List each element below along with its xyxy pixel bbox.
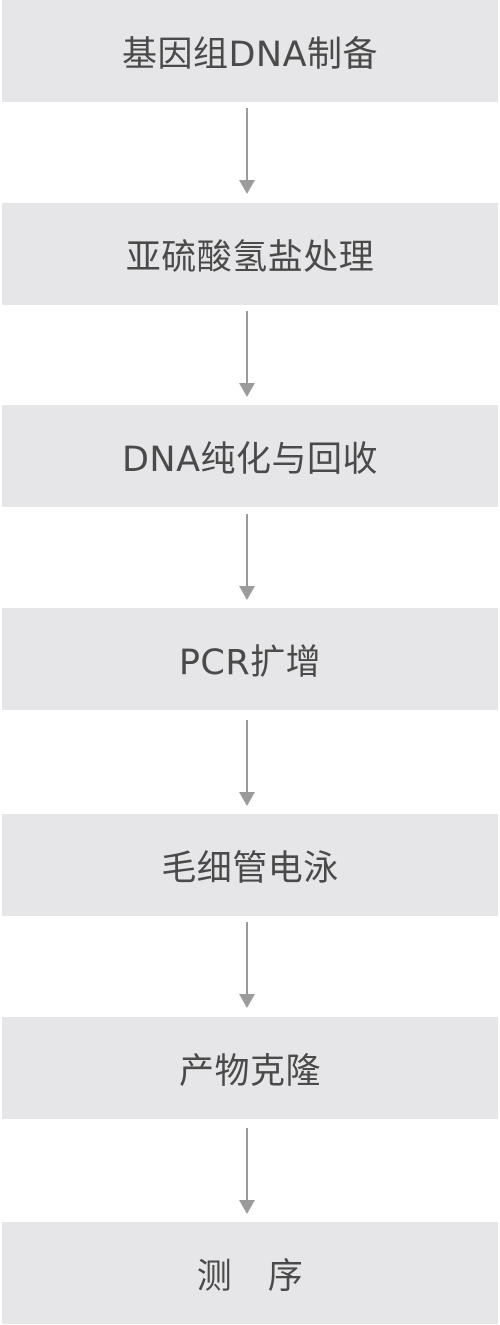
step-label: 基因组DNA制备 <box>121 34 379 75</box>
down-arrow-icon <box>235 311 259 397</box>
step-box-capillary-electrophoresis: 毛细管电泳 <box>2 814 498 916</box>
step-label: 产物克隆 <box>178 1051 321 1092</box>
step-label: DNA纯化与回收 <box>121 439 379 480</box>
down-arrow-icon <box>235 514 259 600</box>
step-box-product-cloning: 产物克隆 <box>2 1017 498 1119</box>
step-box-dna-purification: DNA纯化与回收 <box>2 405 498 507</box>
step-box-pcr-amplification: PCR扩增 <box>2 608 498 710</box>
step-box-genomic-dna-prep: 基因组DNA制备 <box>2 0 498 102</box>
step-box-bisulfite-treatment: 亚硫酸氢盐处理 <box>2 203 498 305</box>
step-label: 毛细管电泳 <box>161 848 339 889</box>
step-label: 亚硫酸氢盐处理 <box>125 237 375 278</box>
down-arrow-icon <box>235 1128 259 1214</box>
step-label: 测 序 <box>196 1256 304 1297</box>
down-arrow-icon <box>235 108 259 194</box>
down-arrow-icon <box>235 720 259 806</box>
down-arrow-icon <box>235 922 259 1008</box>
step-box-sequencing: 测 序 <box>2 1222 498 1324</box>
step-label: PCR扩增 <box>178 642 322 683</box>
